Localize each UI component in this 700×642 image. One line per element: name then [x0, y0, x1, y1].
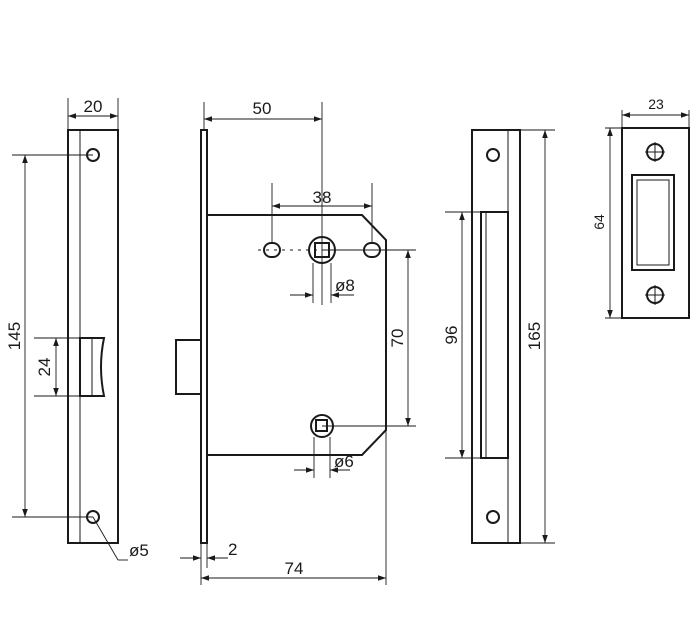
- keeper-top-hole: [486, 148, 500, 162]
- escutcheon-outline: [621, 127, 690, 319]
- faceplate-view: 20 145 24 ø5: [5, 97, 149, 561]
- keeper-view: 96 165: [442, 129, 555, 544]
- dim-faceplate-hole-spacing: 145: [5, 322, 24, 350]
- dim-keeper-height: 165: [525, 322, 544, 350]
- lock-case: [206, 214, 387, 456]
- escutcheon-opening: [631, 174, 675, 271]
- dim-hole-diameter: ø5: [129, 541, 149, 560]
- dim-center-distance: 70: [388, 329, 407, 348]
- lock-body-view: 50 38 ø8 70 ø6 2 74: [175, 99, 416, 585]
- dim-faceplate-width: 20: [84, 97, 103, 116]
- faceplate-outline: [67, 129, 119, 544]
- keeper-slot: [480, 211, 509, 459]
- dim-cylinder-diameter: ø6: [334, 452, 354, 471]
- dim-case-depth: 74: [285, 559, 304, 578]
- dim-hub-spacing: 38: [313, 188, 332, 207]
- keeper-bottom-hole: [486, 510, 500, 524]
- dim-escutcheon-hole-spacing: 64: [591, 214, 607, 230]
- escutcheon-view: 23 64: [591, 96, 690, 319]
- latch-bolt: [175, 339, 202, 395]
- cylinder-square: [315, 419, 328, 432]
- dim-backset: 50: [253, 99, 272, 118]
- dim-hub-diameter: ø8: [335, 276, 355, 295]
- dim-escutcheon-width: 23: [648, 96, 664, 112]
- dim-forend-thickness: 2: [228, 540, 237, 559]
- latch-opening: [79, 337, 106, 397]
- keeper-outline: [471, 129, 521, 544]
- dim-keeper-slot-height: 96: [442, 326, 461, 345]
- dim-faceplate-latch-height: 24: [35, 358, 54, 377]
